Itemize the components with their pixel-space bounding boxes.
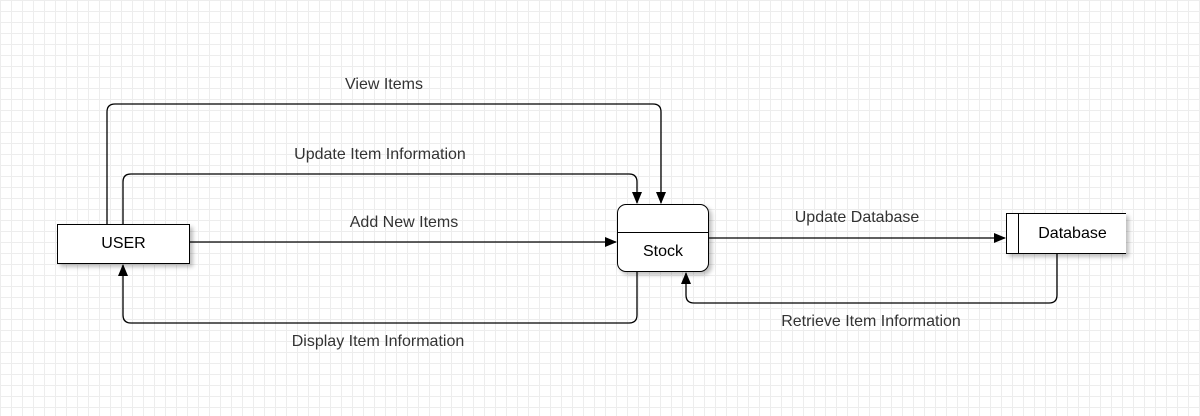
stock-label: Stock bbox=[642, 243, 683, 260]
edge-retrieve-item-information[interactable] bbox=[681, 254, 1058, 304]
edge-display-item-information[interactable] bbox=[118, 264, 638, 324]
database-label: Database bbox=[1038, 224, 1107, 242]
edge-label-add-new-items[interactable]: Add New Items bbox=[349, 214, 459, 231]
edge-label-update-item-information[interactable]: Update Item Information bbox=[294, 146, 466, 163]
stock-process[interactable]: Stock bbox=[617, 204, 709, 272]
edge-label-update-database[interactable]: Update Database bbox=[794, 209, 920, 226]
user-label: USER bbox=[101, 235, 146, 252]
edge-label-retrieve-item-information[interactable]: Retrieve Item Information bbox=[781, 313, 961, 330]
edge-label-view-items[interactable]: View Items bbox=[345, 76, 423, 93]
edge-label-display-item-information[interactable]: Display Item Information bbox=[291, 333, 465, 350]
user-entity[interactable]: USER bbox=[57, 224, 190, 264]
edge-view-items[interactable] bbox=[106, 103, 666, 224]
edge-update-item-information[interactable] bbox=[122, 173, 642, 224]
database-store[interactable]: Database bbox=[1006, 213, 1126, 254]
stock-divider bbox=[618, 232, 708, 233]
database-store-bar bbox=[1018, 213, 1019, 254]
